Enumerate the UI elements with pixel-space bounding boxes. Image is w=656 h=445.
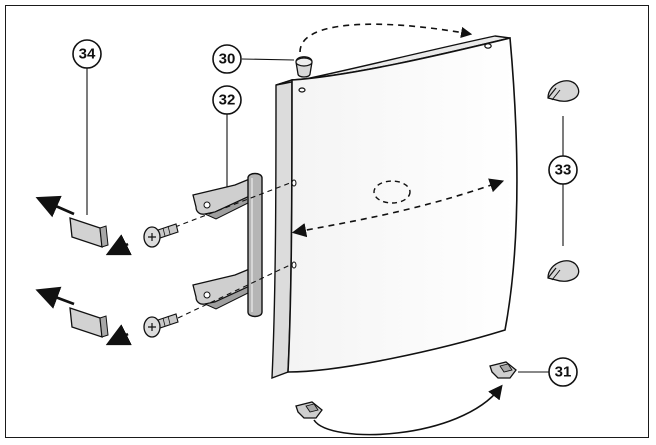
callout-32-label: 32 <box>219 92 236 109</box>
callout-30: 30 <box>212 44 242 74</box>
hinge-pin-left <box>295 401 323 419</box>
callout-30-label: 30 <box>219 51 236 68</box>
callout-33-label: 33 <box>555 162 572 179</box>
top-transfer-arc <box>299 23 473 53</box>
remove-arrow-upper-out <box>35 195 75 218</box>
door-stop <box>295 56 313 78</box>
hinge-pin-right <box>489 361 517 379</box>
hole-cover-upper <box>69 217 109 248</box>
handle-screw-upper <box>143 223 179 248</box>
remove-arrow-lower-in <box>105 324 132 346</box>
fridge-door <box>271 35 518 380</box>
handle-transfer-path <box>291 178 505 238</box>
bottom-transfer-arc <box>313 384 503 436</box>
hole-cover-lower <box>69 307 109 338</box>
cover-cap-upper <box>547 80 580 102</box>
callout-34-label: 34 <box>79 46 96 63</box>
callout-31-label: 31 <box>555 364 572 381</box>
callout-34: 34 <box>72 39 102 69</box>
callout-33: 33 <box>548 155 578 185</box>
callout-32: 32 <box>212 85 242 115</box>
callout-31: 31 <box>548 357 578 387</box>
remove-arrow-upper-in <box>105 234 132 256</box>
handle-screw-lower <box>143 313 179 338</box>
remove-arrow-lower-out <box>35 286 75 309</box>
cover-cap-lower <box>547 260 580 282</box>
door-handle <box>192 172 263 318</box>
